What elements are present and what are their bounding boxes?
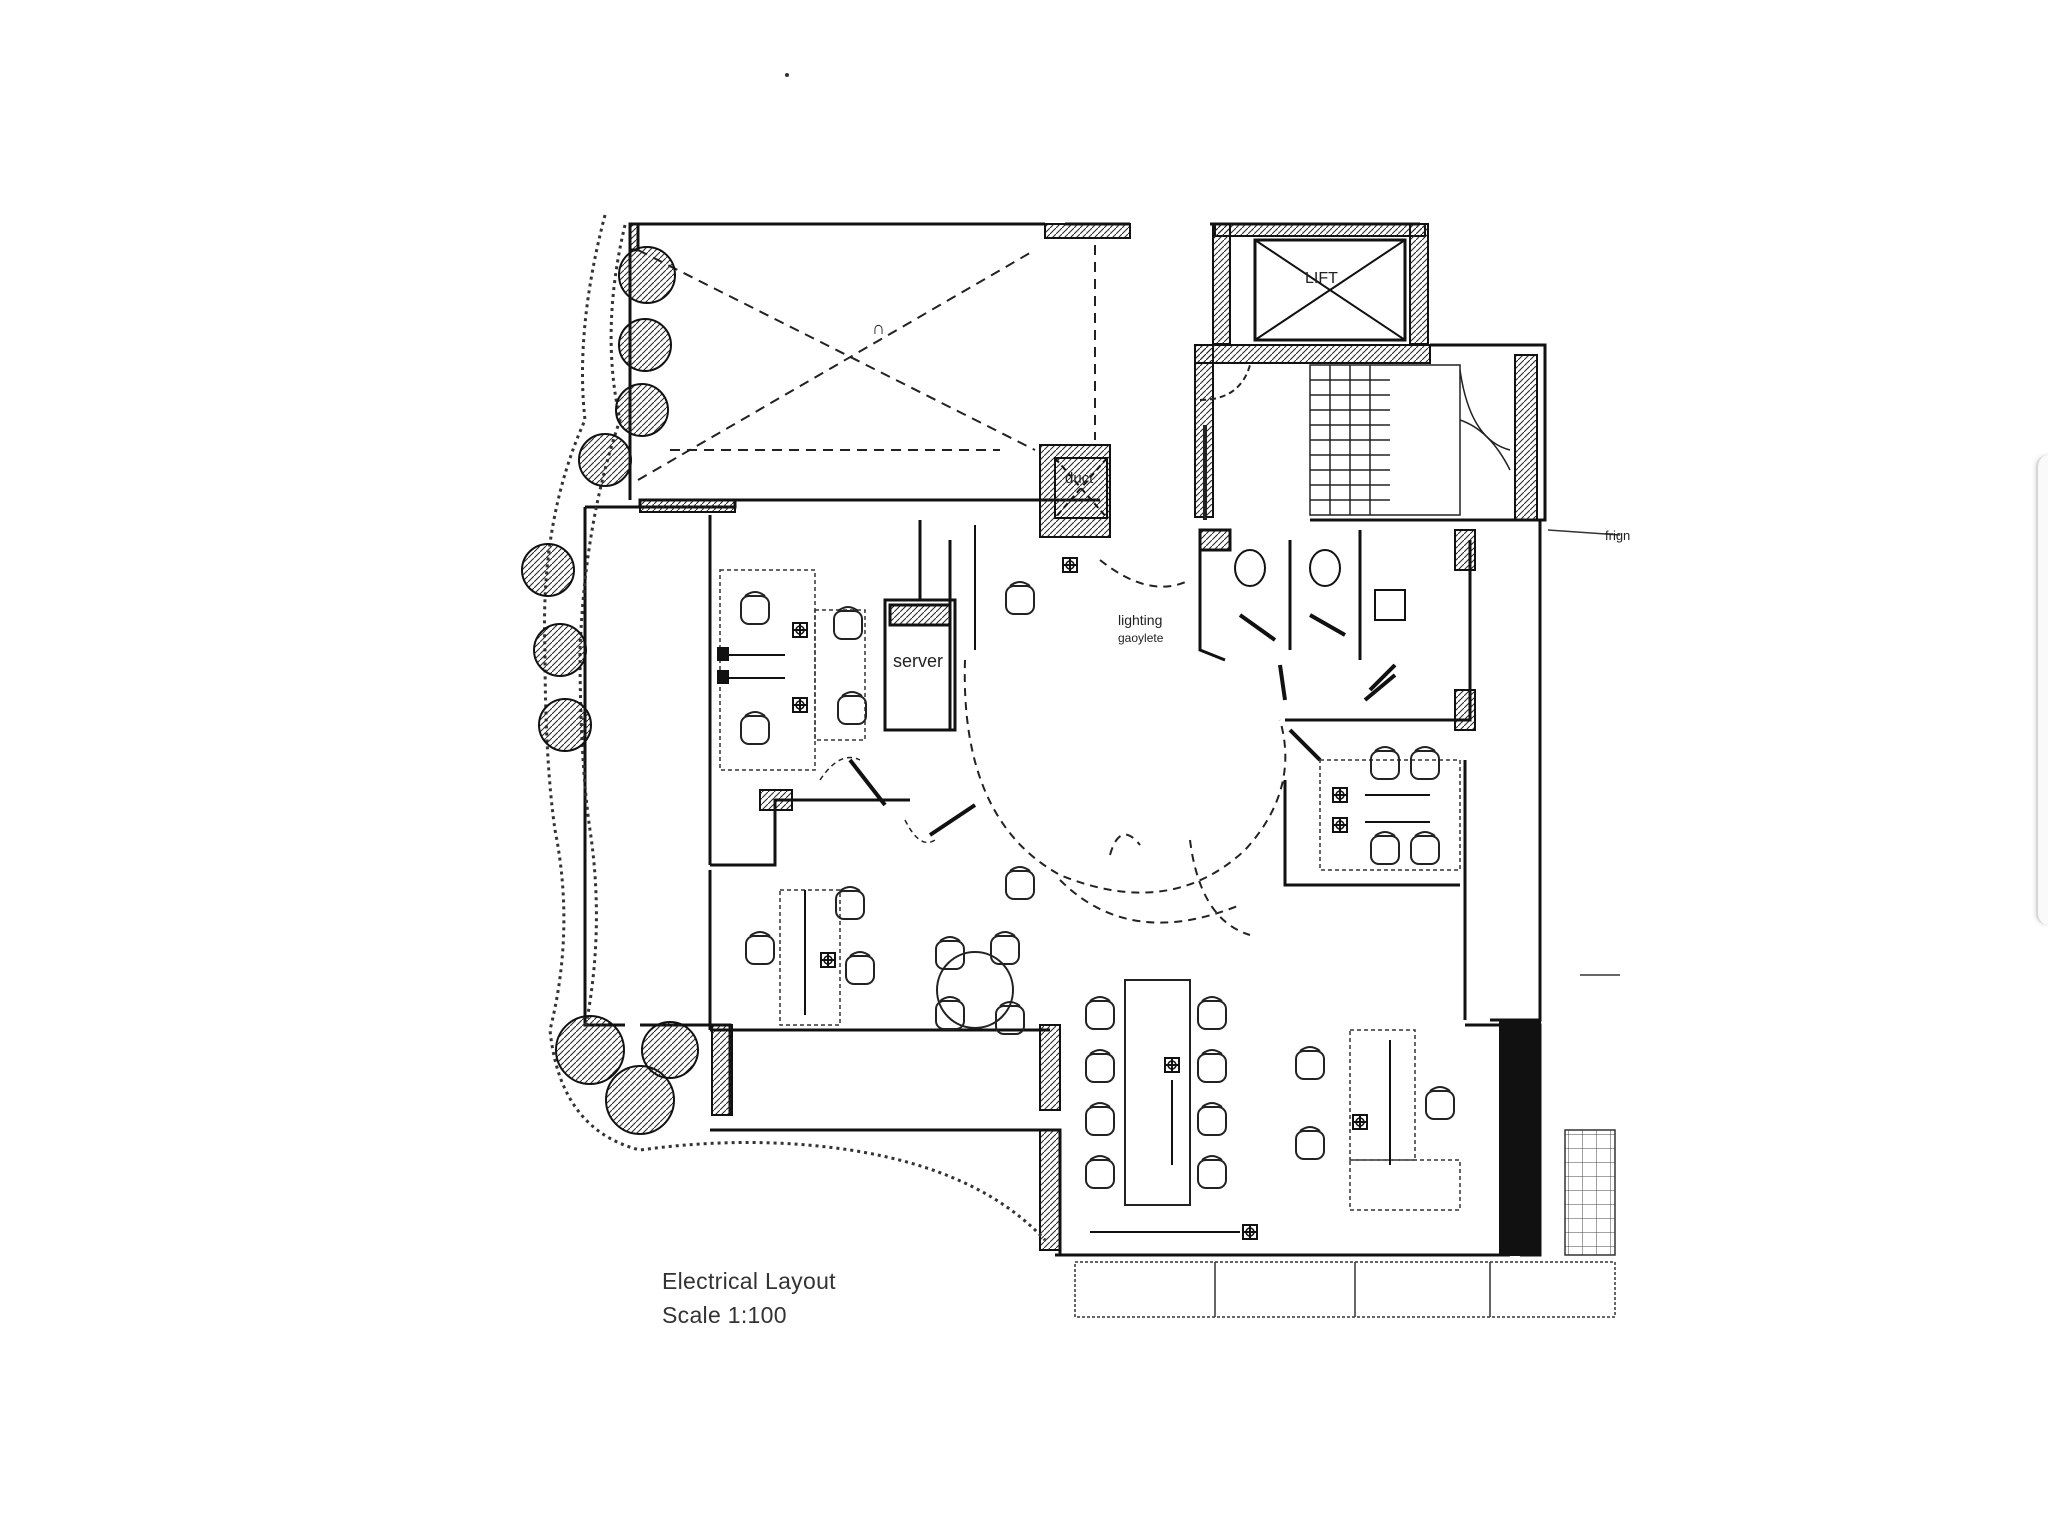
server-label: server: [893, 651, 943, 671]
staircase: [1309, 364, 1511, 516]
doors: [848, 663, 1397, 837]
office-furniture-left: [719, 569, 1035, 900]
lift-shaft: [1253, 238, 1407, 342]
server-room: [883, 520, 957, 732]
open-void: [637, 245, 1096, 481]
curved-lobby: [963, 559, 1287, 936]
electrical-sockets: [792, 557, 1368, 1240]
trees: [521, 246, 699, 1135]
lift-label: LIFT: [1305, 270, 1338, 287]
lobby-door: [1199, 364, 1251, 520]
outlet-rows: [717, 525, 1430, 1233]
duct: [1054, 457, 1108, 519]
drawing-title: Electrical Layout: [662, 1268, 836, 1294]
duct-label: duct: [1065, 470, 1094, 487]
conference-table: [1085, 979, 1227, 1206]
landscape-boundary: [543, 214, 1047, 1242]
lighting-sublabel: gaoylete: [1118, 631, 1164, 645]
speck: [785, 73, 789, 77]
right-edge-line: [1547, 529, 1621, 976]
void-label: ∩: [872, 318, 885, 338]
hatched-walls: [639, 223, 1541, 1256]
drawing-scale: Scale 1:100: [662, 1302, 787, 1328]
edge-label: frign: [1605, 528, 1630, 543]
office-furniture-right: [1295, 746, 1461, 1211]
lighting-label: lighting: [1118, 612, 1162, 628]
toilet-block: [1198, 528, 1472, 722]
interior-walls: [708, 515, 1467, 1032]
scroll-handle[interactable]: [2036, 455, 2048, 925]
balcony: [1074, 1129, 1616, 1318]
office-furniture-lower: [745, 886, 1025, 1035]
